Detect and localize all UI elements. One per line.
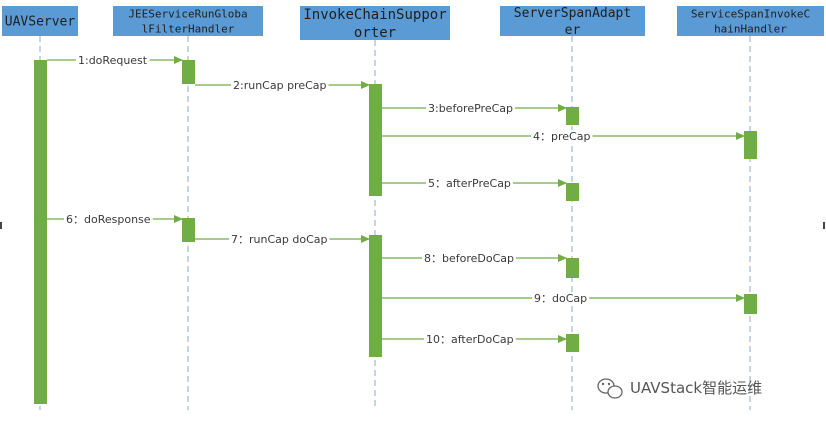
message-4: 4：preCap [382, 130, 745, 143]
message-1: 1:doRequest [47, 54, 183, 67]
activation-bar [566, 107, 579, 125]
message-2: 2:runCap preCap [195, 79, 370, 92]
activation-bar [744, 131, 757, 159]
message-label-bg [231, 79, 329, 92]
actor-label: lFilterHandler [142, 22, 235, 35]
message-label: 10：afterDoCap [426, 333, 514, 346]
actor-invoke-chain: InvokeChainSuppor orter [300, 6, 450, 41]
actor-span-invoke: ServiceSpanInvokeC hainHandler [677, 6, 824, 36]
message-label: 1:doRequest [78, 54, 148, 67]
message-8: 8：beforeDoCap [382, 252, 567, 265]
activation-bar [744, 294, 757, 314]
activation-bar [566, 183, 579, 201]
message-6: 6：doResponse [47, 213, 183, 226]
message-label-bg [76, 54, 150, 67]
actor-box [500, 6, 645, 36]
message-label: 7：runCap doCap [231, 233, 327, 246]
actor-label: hainHandler [714, 22, 787, 35]
actor-label: ServerSpanAdapt [514, 6, 631, 21]
left-edge-mark [0, 222, 2, 229]
activation-bar [369, 235, 382, 357]
activation-bar [566, 334, 579, 352]
actor-label: er [565, 23, 581, 38]
message-label: 8：beforeDoCap [424, 252, 514, 265]
message-label-bg [426, 102, 516, 115]
message-label-bg [426, 177, 513, 190]
actor-box [2, 6, 78, 36]
actor-label: ServiceSpanInvokeC [691, 7, 810, 20]
message-10: 10：afterDoCap [382, 333, 567, 346]
actor-label: UAVServer [5, 15, 76, 30]
actor-box [677, 6, 824, 36]
message-label: 6：doResponse [66, 213, 151, 226]
activation-bar [182, 218, 195, 242]
actor-box [113, 6, 263, 36]
activation-bar [566, 258, 579, 278]
message-label: 9：doCap [534, 292, 587, 305]
activation-bar [182, 60, 195, 84]
message-label: 4：preCap [533, 130, 590, 143]
wechat-icon [597, 378, 623, 399]
activation-bar [369, 84, 382, 196]
message-label: 2:runCap preCap [233, 79, 327, 92]
actor-span-adapter: ServerSpanAdapt er [500, 6, 645, 38]
message-9: 9：doCap [382, 292, 745, 305]
message-label-bg [424, 333, 516, 346]
message-3: 3:beforePreCap [382, 102, 567, 115]
actor-label: JEEServiceRunGloba [128, 7, 247, 20]
actor-uavserver: UAVServer [2, 6, 78, 36]
activation-bar [34, 60, 47, 404]
message-label-bg [532, 292, 590, 305]
message-5: 5：afterPreCap [382, 177, 567, 190]
actor-jee-filter: JEEServiceRunGloba lFilterHandler [113, 6, 263, 36]
actor-box [300, 6, 450, 40]
watermark: UAVStack智能运维 [597, 378, 762, 399]
message-label-bg [531, 130, 593, 143]
actor-label: orter [354, 25, 396, 41]
message-label: 3:beforePreCap [428, 102, 513, 115]
actor-label: InvokeChainSuppor [303, 7, 446, 23]
message-label-bg [229, 233, 330, 246]
message-label: 5：afterPreCap [428, 177, 511, 190]
right-edge-mark [823, 222, 825, 229]
message-label-bg [64, 213, 153, 226]
message-7: 7：runCap doCap [195, 233, 370, 246]
watermark-text: UAVStack智能运维 [630, 379, 762, 397]
message-label-bg [422, 252, 517, 265]
